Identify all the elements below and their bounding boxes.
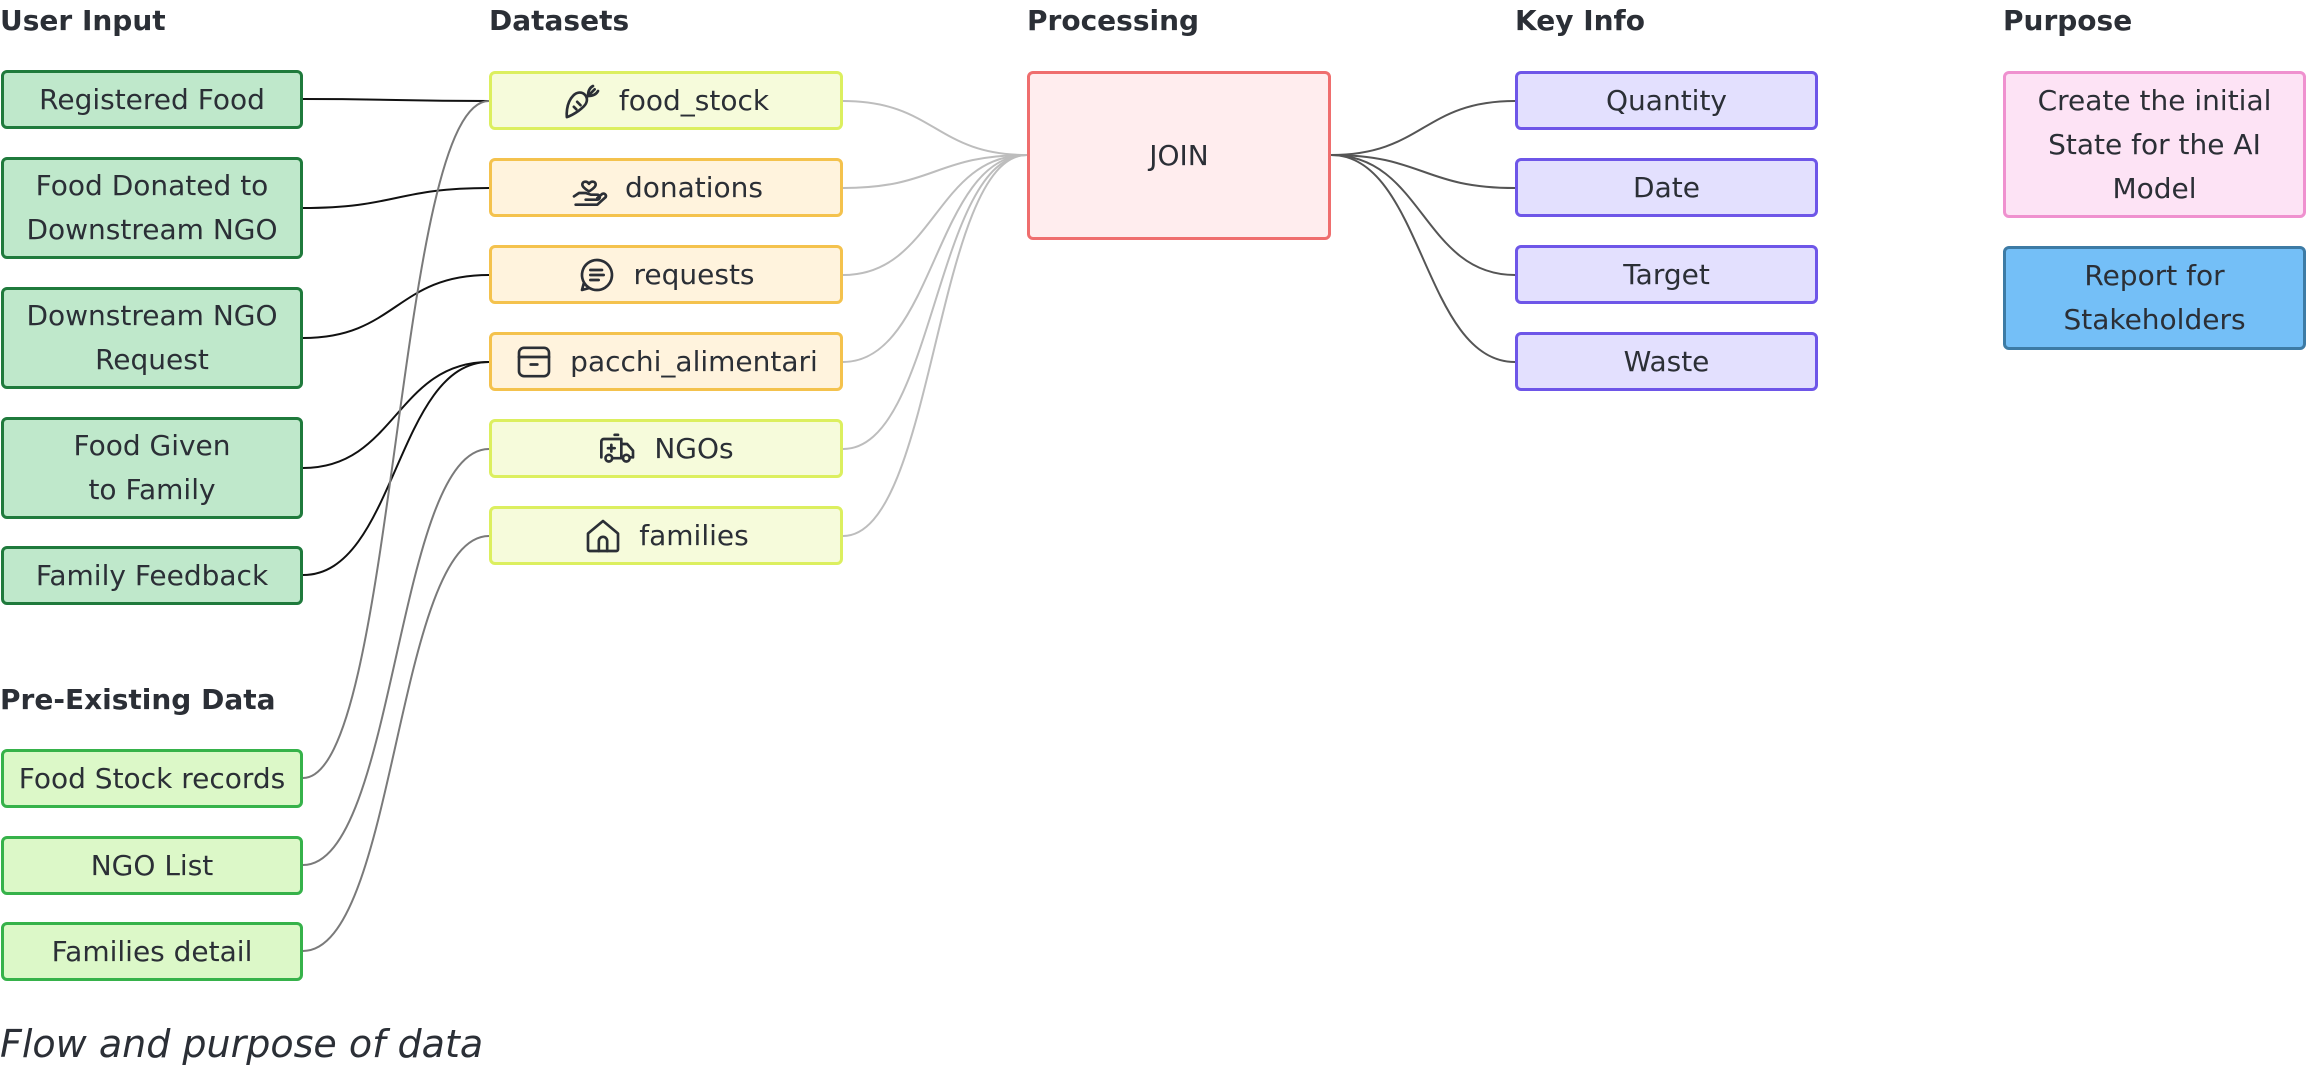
node-initial-state-ai-model[interactable]: Create the initial State for the AI Mode…: [2003, 71, 2306, 218]
node-join[interactable]: JOIN: [1027, 71, 1331, 240]
heading-user-input: User Input: [0, 4, 166, 37]
node-label: Date: [1633, 170, 1700, 204]
house-icon: [583, 516, 623, 556]
node-target[interactable]: Target: [1515, 245, 1818, 304]
dataset-label: NGOs: [654, 431, 734, 465]
node-waste[interactable]: Waste: [1515, 332, 1818, 391]
connector-line: [842, 154, 1028, 537]
node-label: Families detail: [51, 934, 253, 968]
node-food-given-to-family[interactable]: Food Given to Family: [1, 417, 303, 519]
node-families-detail[interactable]: Families detail: [1, 922, 303, 981]
connector-line: [302, 98, 490, 102]
node-downstream-ngo-request[interactable]: Downstream NGO Request: [1, 287, 303, 389]
heading-processing: Processing: [1027, 4, 1200, 37]
connector-line: [1330, 154, 1516, 363]
node-label: Food Donated to Downstream NGO: [26, 169, 278, 246]
connector-line: [302, 361, 490, 576]
connector-line: [842, 154, 1028, 450]
node-quantity[interactable]: Quantity: [1515, 71, 1818, 130]
dataset-pacchi-alimentari[interactable]: pacchi_alimentari: [489, 332, 843, 391]
connector-line: [1330, 100, 1516, 156]
connector-line: [302, 361, 490, 469]
carrot-icon: [563, 81, 603, 121]
dataset-label: food_stock: [618, 83, 770, 117]
node-label: Registered Food: [39, 82, 265, 116]
connector-line: [842, 154, 1028, 363]
hand-heart-icon: [569, 168, 609, 208]
dataset-requests[interactable]: requests: [489, 245, 843, 304]
node-label: Family Feedback: [35, 558, 269, 592]
node-label: JOIN: [1149, 138, 1209, 172]
diagram-caption: Flow and purpose of data: [0, 1022, 484, 1066]
node-food-donated-to-downstream-ngo[interactable]: Food Donated to Downstream NGO: [1, 157, 303, 259]
heading-key-info: Key Info: [1515, 4, 1645, 37]
connector-line: [842, 100, 1028, 156]
node-label: Target: [1623, 257, 1710, 291]
archive-box-icon: [514, 342, 554, 382]
dataset-families[interactable]: families: [489, 506, 843, 565]
dataset-food-stock[interactable]: food_stock: [489, 71, 843, 130]
connector-line: [842, 154, 1028, 189]
node-family-feedback[interactable]: Family Feedback: [1, 546, 303, 605]
connector-line: [302, 535, 490, 952]
connector-line: [302, 274, 490, 339]
node-ngo-list[interactable]: NGO List: [1, 836, 303, 895]
node-report-for-stakeholders[interactable]: Report for Stakeholders: [2003, 246, 2306, 350]
node-food-stock-records[interactable]: Food Stock records: [1, 749, 303, 808]
heading-purpose: Purpose: [2003, 4, 2133, 37]
connector-line: [1330, 154, 1516, 276]
node-label: Downstream NGO Request: [26, 299, 278, 376]
heading-pre-existing-data: Pre-Existing Data: [0, 683, 276, 716]
node-label: Food Given to Family: [73, 429, 231, 506]
connector-line: [302, 448, 490, 866]
node-label: Waste: [1623, 344, 1710, 378]
node-label: Report for Stakeholders: [2063, 259, 2246, 336]
node-label: NGO List: [90, 848, 214, 882]
dataset-label: pacchi_alimentari: [570, 344, 818, 378]
dataset-label: donations: [624, 170, 764, 204]
dataset-ngos[interactable]: NGOs: [489, 419, 843, 478]
connector-line: [842, 154, 1028, 276]
connector-line: [1330, 154, 1516, 189]
node-date[interactable]: Date: [1515, 158, 1818, 217]
dataset-label: families: [639, 518, 749, 552]
ambulance-icon: [598, 429, 638, 469]
dataset-label: requests: [633, 257, 755, 291]
message-list-icon: [577, 255, 617, 295]
connector-line: [302, 100, 490, 779]
node-registered-food[interactable]: Registered Food: [1, 70, 303, 129]
heading-datasets: Datasets: [489, 4, 630, 37]
dataset-donations[interactable]: donations: [489, 158, 843, 217]
connector-line: [302, 187, 490, 209]
node-label: Quantity: [1606, 83, 1727, 117]
node-label: Food Stock records: [18, 761, 286, 795]
node-label: Create the initial State for the AI Mode…: [2037, 83, 2272, 205]
